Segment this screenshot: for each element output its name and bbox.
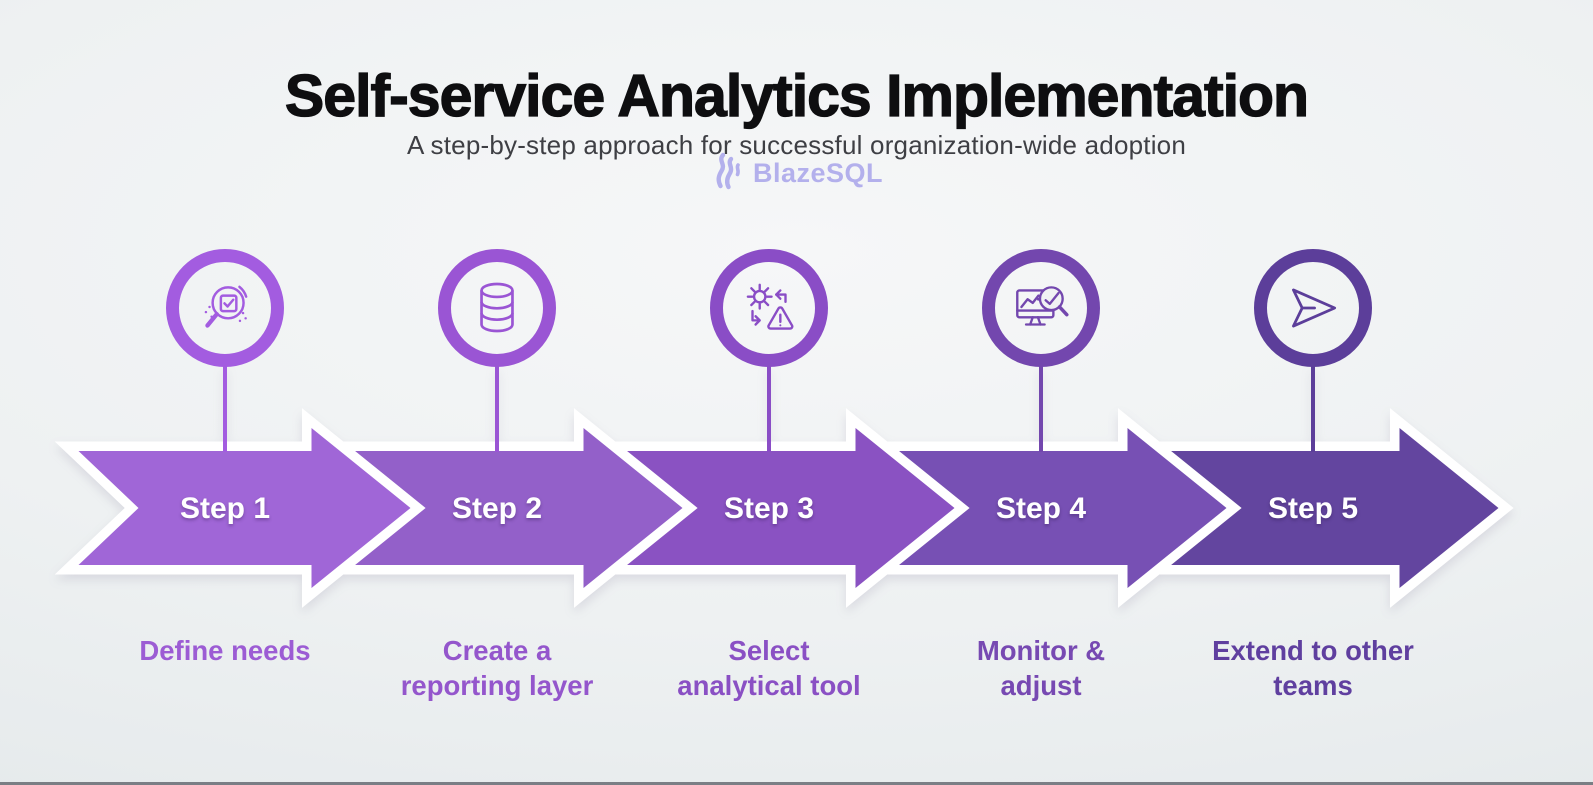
step-caption-2: Create a reporting layer	[357, 633, 637, 703]
step-circle-5	[1254, 249, 1372, 367]
step-circle-2	[438, 249, 556, 367]
gear-warning-icon	[746, 283, 794, 330]
step-caption-5: Extend to other teams	[1173, 633, 1453, 703]
caption-line: Extend to other	[1212, 635, 1414, 666]
database-icon	[480, 282, 514, 333]
caption-line: Define needs	[139, 635, 311, 666]
caption-line: Create a	[442, 635, 552, 666]
step-caption-4: Monitor & adjust	[901, 633, 1181, 703]
step-arrow-1	[54, 408, 426, 608]
page-subtitle: A step-by-step approach for successful o…	[407, 130, 1186, 160]
step-label-4: Step 4	[995, 492, 1087, 525]
caption-line: teams	[1273, 670, 1353, 701]
page-title: Self-service Analytics Implementation	[284, 62, 1309, 129]
step-label-3: Step 3	[723, 492, 815, 525]
step-caption-1: Define needs	[85, 633, 365, 668]
caption-line: analytical tool	[677, 670, 861, 701]
bottom-edge-line	[0, 782, 1593, 785]
step-circle-1	[166, 249, 284, 367]
caption-line: Monitor &	[976, 635, 1106, 666]
step-circle-3	[710, 249, 828, 367]
caption-line: reporting layer	[400, 670, 594, 701]
step-caption-3: Select analytical tool	[629, 633, 909, 703]
brand-logo: BlazeSQL	[0, 152, 1593, 194]
brand-name: BlazeSQL	[752, 157, 884, 188]
caption-line: Select	[728, 635, 810, 666]
send-icon	[1292, 288, 1337, 328]
step-label-5: Step 5	[1267, 492, 1359, 525]
magnifier-check-icon	[204, 285, 248, 328]
step-label-1: Step 1	[179, 492, 271, 525]
flame-icon	[716, 152, 740, 190]
caption-line: adjust	[1000, 670, 1082, 701]
monitor-analytics-icon	[1016, 286, 1069, 326]
step-label-2: Step 2	[451, 492, 543, 525]
step-circle-4	[982, 249, 1100, 367]
